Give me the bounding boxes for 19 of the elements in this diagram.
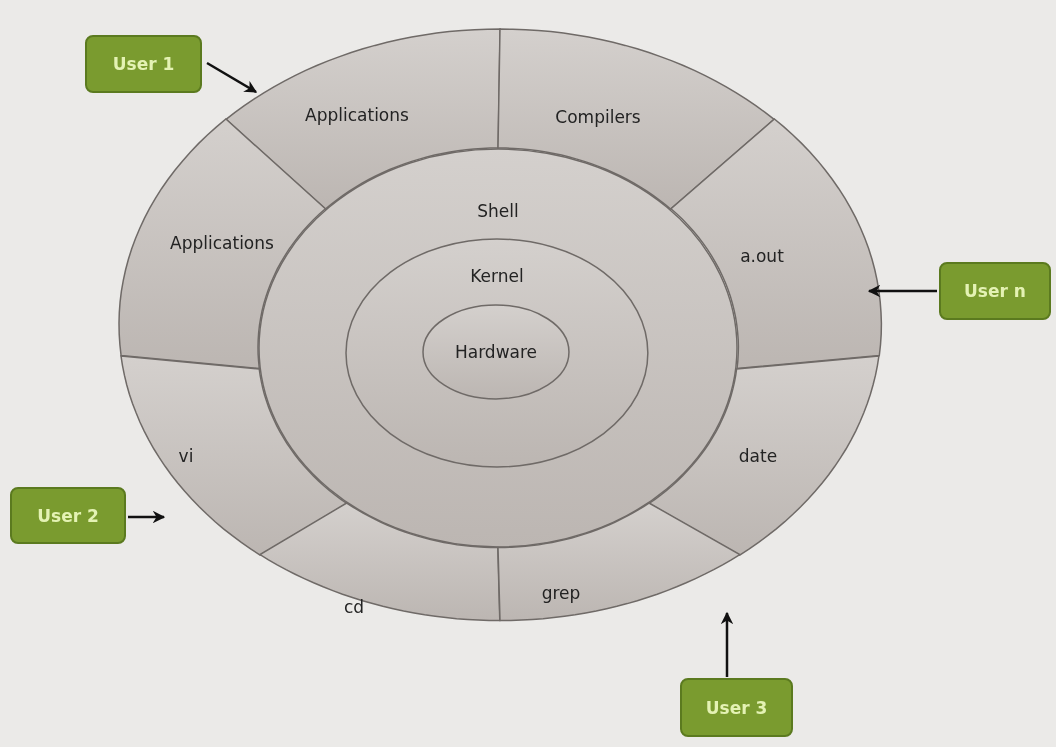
layer-label: date (738, 446, 778, 466)
user-tag: User n (939, 262, 1051, 320)
layer-label: Compilers (555, 107, 641, 127)
user-tag: User 3 (680, 678, 793, 737)
layer-label: vi (178, 446, 194, 466)
user-tag: User 1 (85, 35, 202, 93)
user-tag: User 2 (10, 487, 126, 544)
layer-label: Applications (170, 233, 274, 253)
layer-label: Applications (305, 105, 409, 125)
layer-label: Shell (477, 201, 519, 221)
layer-label: cd (343, 597, 365, 617)
layer-label: a.out (740, 246, 784, 266)
layer-label: Hardware (454, 342, 537, 362)
layer-label: Kernel (470, 266, 524, 286)
layer-label: grep (541, 583, 581, 603)
arrow (128, 510, 166, 524)
arrow (720, 611, 734, 677)
arrow (867, 284, 937, 298)
arrow (206, 61, 258, 94)
